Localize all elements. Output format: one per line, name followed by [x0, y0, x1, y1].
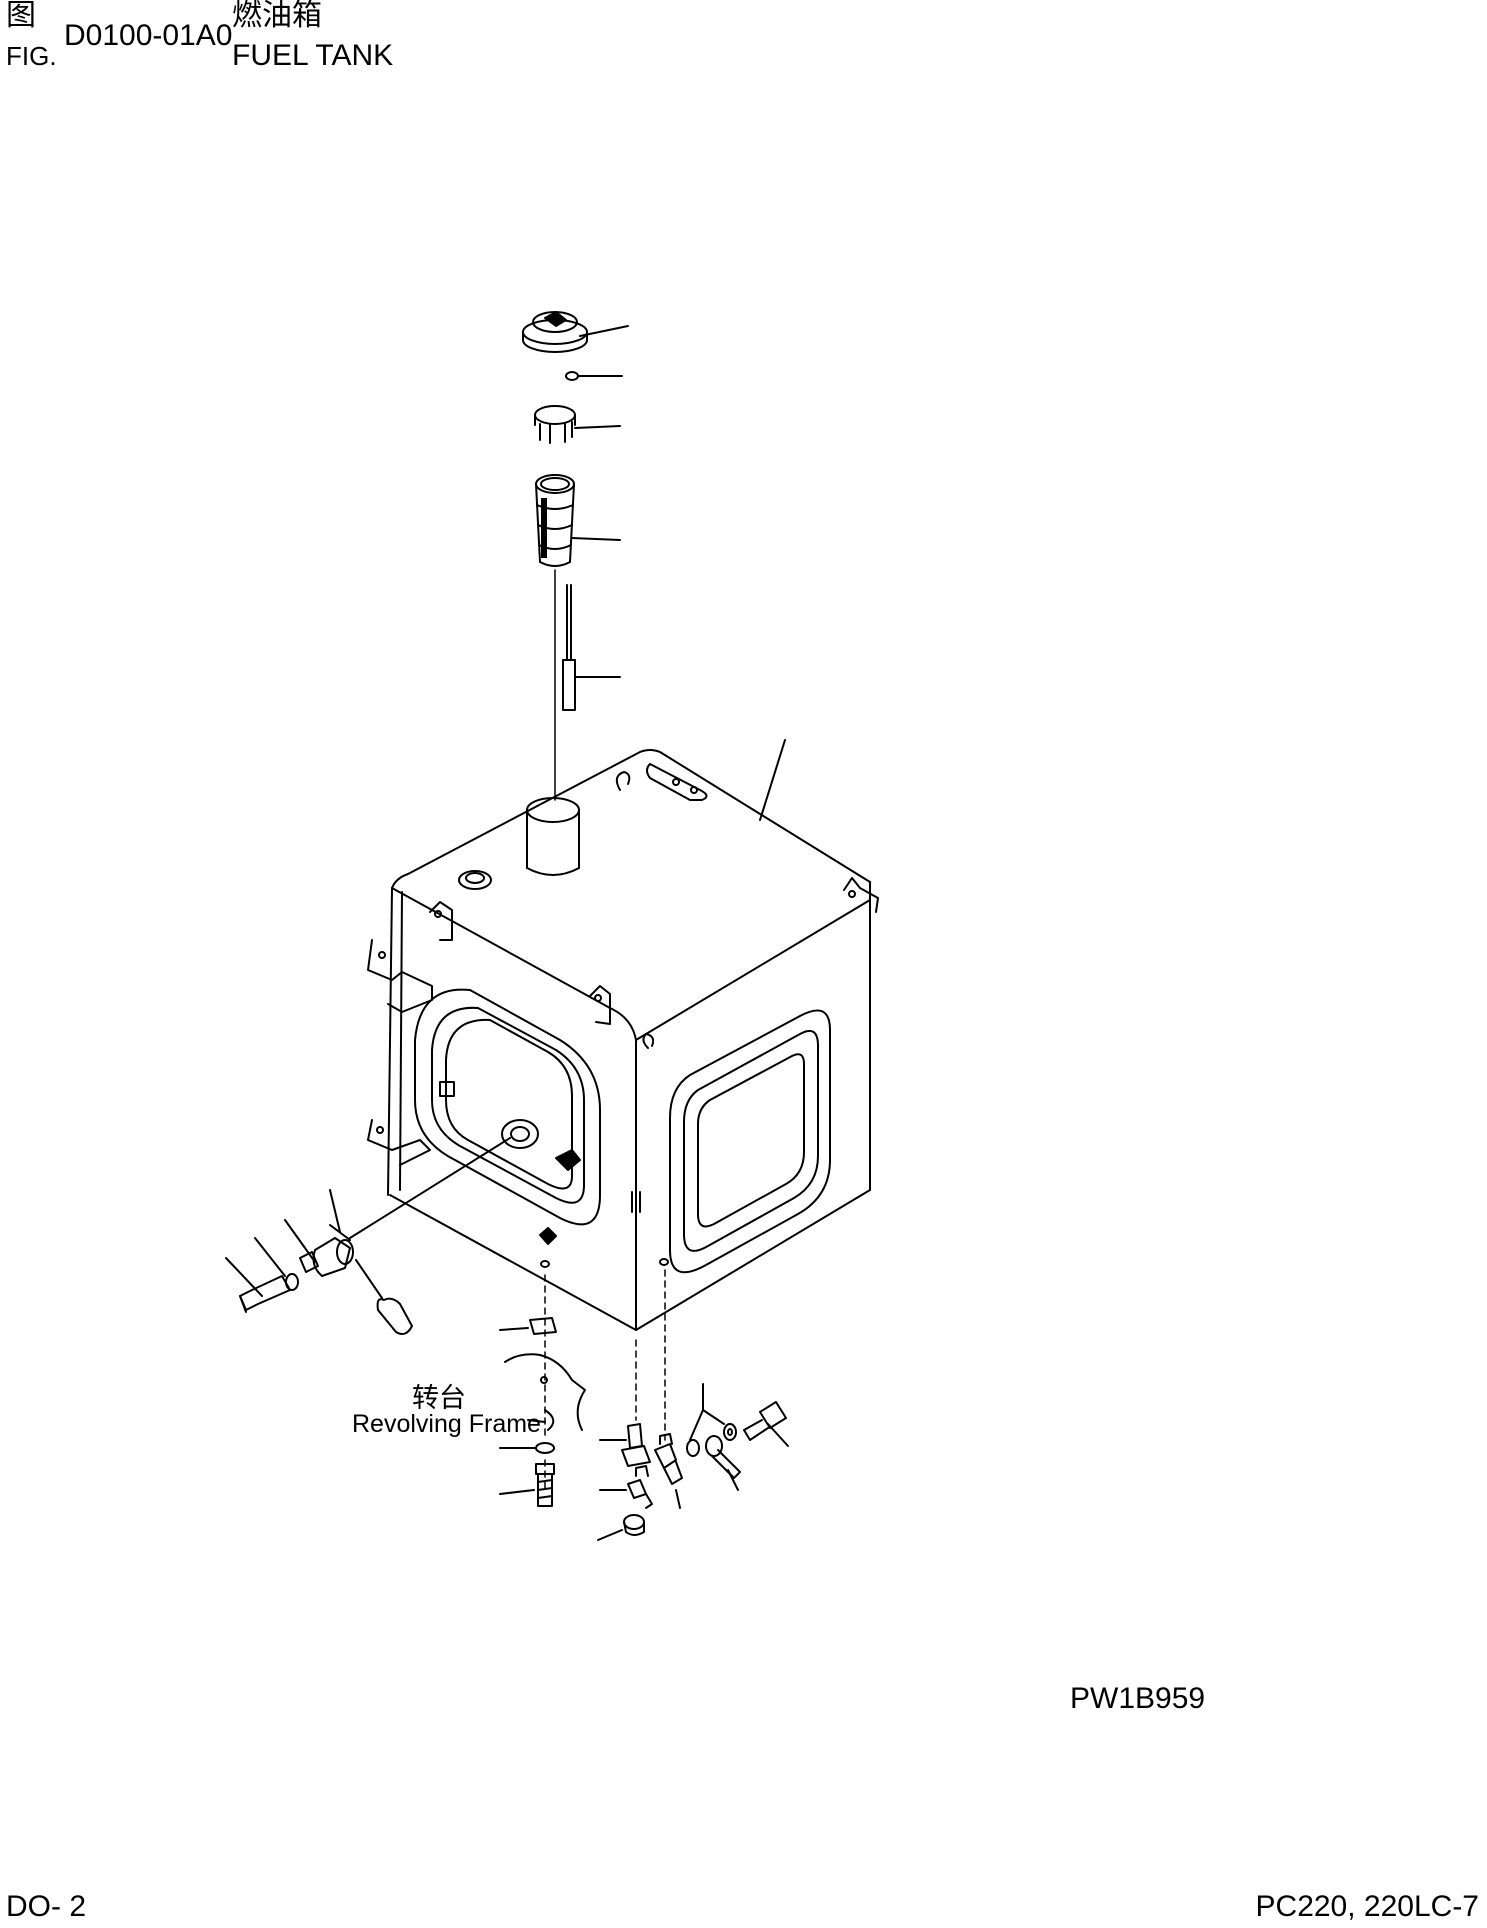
bracket-plate — [500, 1318, 556, 1334]
mounting-bolt-right — [744, 1402, 788, 1446]
filler-cap — [523, 312, 628, 352]
model-numbers: PC220, 220LC-7 — [1255, 1890, 1479, 1923]
strainer — [536, 475, 620, 566]
drain-valve — [600, 1424, 650, 1466]
title-en: FUEL TANK — [232, 39, 394, 72]
dip-stick — [563, 585, 620, 710]
fig-number: D0100-01A0 — [64, 19, 233, 52]
page-number: DO- 2 — [6, 1890, 87, 1923]
fig-label-cn: 图 — [6, 0, 36, 32]
drain-bolt — [500, 1464, 554, 1506]
washer-small — [566, 372, 622, 380]
revolving-frame-label-cn: 转台 — [412, 1383, 466, 1413]
small-washer-center — [541, 1377, 547, 1383]
seal-washer — [500, 1443, 554, 1453]
elbow-fitting — [655, 1434, 682, 1508]
exploded-lines — [545, 1270, 665, 1490]
banjo-bolt — [706, 1436, 740, 1490]
fuel-tank-body — [368, 740, 878, 1330]
fuel-level-sensor — [285, 1138, 510, 1334]
revolving-frame-break — [505, 1354, 585, 1430]
revolving-frame-label-en: Revolving Frame — [352, 1410, 541, 1438]
adapter-fitting — [600, 1466, 652, 1508]
washers-right — [687, 1384, 736, 1456]
fig-label-en: FIG. — [6, 41, 57, 71]
title-cn: 燃油箱 — [232, 0, 322, 32]
mounting-bolt-left — [226, 1238, 298, 1312]
plug — [598, 1515, 644, 1540]
drawing-code: PW1B959 — [1070, 1682, 1206, 1715]
flange-ring — [535, 406, 620, 443]
